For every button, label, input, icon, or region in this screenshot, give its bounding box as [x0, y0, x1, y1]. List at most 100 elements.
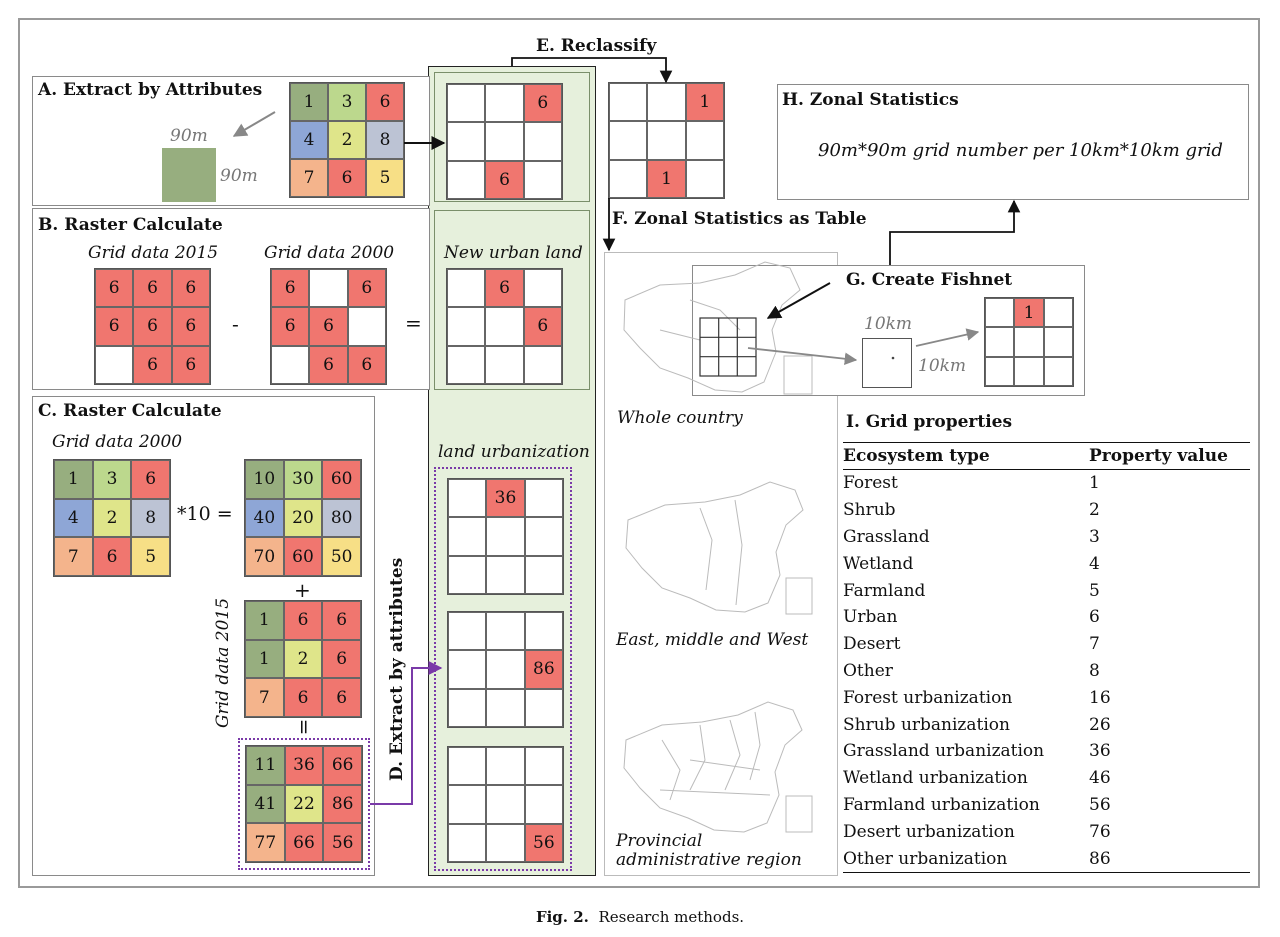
grid-cell: 2 [92, 498, 132, 538]
grid-cell: 56 [323, 823, 362, 862]
table-row: Wetland 4 [843, 550, 1250, 577]
property-value: 16 [1089, 687, 1111, 708]
property-value: 86 [1089, 848, 1111, 869]
ecosystem-type: Desert [843, 634, 901, 655]
panel-g-title: G. Create Fishnet [846, 270, 1013, 290]
ecosystem-type: Wetland [843, 553, 914, 574]
b-equals: = [405, 311, 422, 335]
a-size-right: 90m [220, 166, 258, 186]
grid-cell [347, 307, 386, 346]
property-value: 36 [1089, 741, 1111, 762]
grid-cell [486, 517, 525, 556]
grid-cell: 36 [284, 746, 324, 785]
grid-cell: 86 [524, 650, 563, 689]
h-description: 90m*90m grid number per 10km*10km grid [818, 140, 1223, 161]
grid-cell [271, 345, 310, 384]
grid-cell [685, 121, 724, 160]
grid-cell [985, 356, 1015, 386]
b-label-2015: Grid data 2015 [88, 243, 219, 263]
grid-cell: 1 [245, 639, 284, 679]
grid-cell: 3 [92, 460, 132, 499]
panel-f-title: F. Zonal Statistics as Table [612, 209, 867, 229]
grid-cell: 30 [283, 460, 323, 499]
grid-d-1: 36 [447, 478, 564, 595]
grid-cell: 80 [322, 498, 361, 538]
grid-cell [523, 345, 562, 384]
grid-cell: 6 [347, 345, 386, 384]
grid-cell: 6 [283, 601, 323, 640]
grid-cell [1043, 298, 1073, 328]
grid-cell [95, 345, 134, 384]
grid-cell [448, 688, 487, 727]
grid-cell: 5 [366, 159, 404, 197]
grid-g-fishnet: 1 [984, 297, 1074, 387]
grid-cell [309, 269, 348, 308]
panel-c-title: C. Raster Calculate [38, 401, 222, 421]
grid-cell: 40 [245, 498, 284, 538]
grid-cell: 6 [309, 307, 348, 346]
grid-cell [985, 298, 1015, 328]
grid-cell: 1 [290, 83, 328, 121]
grid-cell: 1 [54, 460, 93, 499]
c-label-2000: Grid data 2000 [52, 432, 183, 452]
property-value: 1 [1089, 473, 1100, 494]
grid-cell [685, 159, 724, 198]
grid-cell: 6 [485, 269, 524, 308]
panel-e-title: E. Reclassify [536, 36, 657, 56]
grid-cell [448, 555, 487, 594]
grid-cell [448, 785, 487, 824]
grid-d-2: 86 [447, 611, 564, 728]
grid-cell: 22 [284, 784, 324, 824]
grid-cell [486, 555, 525, 594]
grid-cell: 6 [283, 678, 323, 717]
grid-cell [447, 160, 486, 199]
grid-cell: 8 [131, 498, 170, 538]
grid-cell: 1 [685, 83, 724, 122]
grid-cell: 6 [523, 84, 562, 123]
grid-cell [486, 612, 525, 651]
grid-cell: 6 [271, 269, 310, 308]
grid-cell: 20 [283, 498, 323, 538]
ecosystem-type: Farmland [843, 580, 926, 601]
map-provincial [623, 701, 813, 833]
grid-cell: 6 [133, 307, 172, 346]
grid-cell: 6 [171, 269, 210, 308]
grid-cell [448, 650, 487, 689]
grid-cell: 4 [54, 498, 93, 538]
ecosystem-type: Grassland urbanization [843, 741, 1045, 762]
grid-cell: 11 [246, 746, 285, 785]
grid-cell: 2 [328, 121, 366, 159]
grid-cell [523, 160, 562, 199]
grid-cell: 6 [171, 345, 210, 384]
grid-cell [447, 345, 486, 384]
grid-cell [485, 122, 524, 161]
grid-cell [486, 650, 525, 689]
property-value: 4 [1089, 553, 1100, 574]
grid-cell: 6 [171, 307, 210, 346]
grid-cell [524, 688, 563, 727]
grid-cell [524, 747, 563, 786]
map-grid-icon [699, 317, 757, 377]
grid-cell [448, 823, 487, 862]
table-row: Grassland urbanization 36 [843, 738, 1250, 765]
header-ecosystem: Ecosystem type [843, 446, 990, 466]
grid-cell: 77 [246, 823, 285, 862]
grid-cell: 6 [322, 639, 361, 679]
map1-label: Whole country [617, 408, 743, 428]
table-title: I. Grid properties [846, 412, 1013, 432]
ecosystem-type: Shrub urbanization [843, 714, 1010, 735]
grid-cell [609, 121, 648, 160]
